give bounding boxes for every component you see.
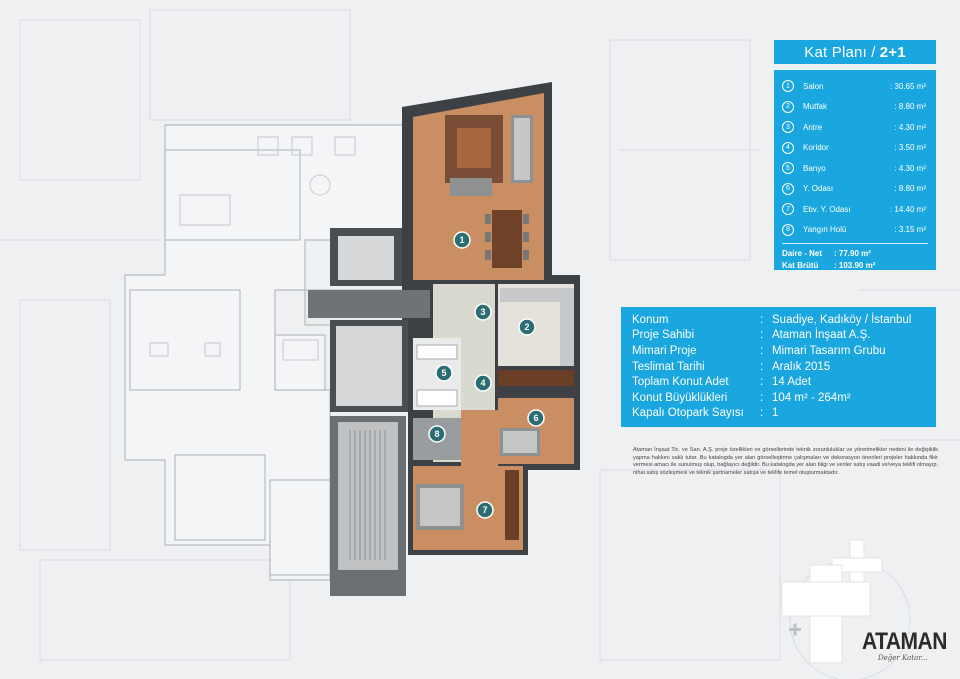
info-value: 1 — [772, 407, 779, 420]
table-row: 8 Yangın Holü : 3.15 m² — [782, 220, 928, 241]
info-value: Aralık 2015 — [772, 360, 831, 373]
room-marker-7: 7 — [476, 501, 494, 519]
room-name: Antre — [803, 122, 823, 132]
building-core — [308, 228, 430, 596]
table-row: 4 Koridor : 3.50 m² — [782, 138, 928, 159]
room-marker-label: 7 — [482, 505, 487, 515]
table-row: 5 Banyo : 4.30 m² — [782, 158, 928, 179]
furniture — [416, 115, 574, 540]
info-separator: : — [760, 344, 764, 357]
info-separator: : — [760, 329, 764, 342]
info-row: Konum : Suadiye, Kadıköy / İstanbul — [632, 312, 925, 328]
room-number: 7 — [782, 203, 794, 216]
info-value: Mimari Tasarım Grubu — [772, 344, 886, 357]
room-area: : 8.80 m² — [894, 184, 926, 194]
room-marker-1: 1 — [453, 231, 471, 249]
info-label: Konum — [632, 313, 669, 326]
room-marker-3: 3 — [474, 303, 492, 321]
table-row: 1 Salon : 30.65 m² — [782, 76, 928, 97]
table-row: 3 Antre : 4.30 m² — [782, 117, 928, 138]
room-number: 4 — [782, 141, 794, 154]
logo-name: ATAMAN — [862, 628, 947, 655]
room-marker-5: 5 — [435, 364, 453, 382]
net-area-value: : 77.90 m² — [834, 249, 871, 258]
info-label: Konut Büyüklükleri — [632, 391, 728, 404]
room-marker-label: 2 — [524, 322, 529, 332]
info-value: Ataman İnşaat A.Ş. — [772, 329, 871, 342]
legal-disclaimer: Ataman İnşaat Tic. ve San. A.Ş. proje öz… — [633, 447, 939, 476]
info-value: Suadiye, Kadıköy / İstanbul — [772, 313, 912, 326]
info-row: Proje Sahibi : Ataman İnşaat A.Ş. — [632, 328, 925, 344]
info-row: Konut Büyüklükleri : 104 m² - 264m² — [632, 390, 925, 406]
room-number: 2 — [782, 100, 794, 113]
info-row: Mimari Proje : Mimari Tasarım Grubu — [632, 343, 925, 359]
area-totals: Daire - Net : 77.90 m² Kat Brütü : 103.9… — [782, 243, 928, 272]
info-label: Mimari Proje — [632, 344, 697, 357]
gross-area-value: : 103.90 m² — [834, 261, 876, 270]
info-label: Proje Sahibi — [632, 329, 695, 342]
info-separator: : — [760, 313, 764, 326]
room-number: 8 — [782, 223, 794, 236]
room-area: : 8.80 m² — [894, 102, 926, 112]
room-marker-2: 2 — [518, 318, 536, 336]
plan-title-banner: Kat Planı / 2+1 — [774, 40, 936, 64]
room-marker-label: 6 — [533, 413, 538, 423]
room-marker-6: 6 — [527, 409, 545, 427]
room-marker-8: 8 — [428, 425, 446, 443]
info-label: Toplam Konut Adet — [632, 376, 729, 389]
info-separator: : — [760, 407, 764, 420]
table-row: 7 Ebv. Y. Odası : 14.40 m² — [782, 199, 928, 220]
info-separator: : — [760, 376, 764, 389]
net-area-label: Daire - Net — [782, 249, 823, 258]
room-area: : 3.50 m² — [894, 143, 926, 153]
room-marker-4: 4 — [474, 374, 492, 392]
room-marker-label: 3 — [480, 307, 485, 317]
room-name: Banyo — [803, 163, 826, 173]
room-number: 5 — [782, 162, 794, 175]
ataman-logo: ATAMAN Değer Katar... — [862, 628, 947, 662]
info-row: Toplam Konut Adet : 14 Adet — [632, 374, 925, 390]
room-area: : 4.30 m² — [894, 163, 926, 173]
info-label: Teslimat Tarihi — [632, 360, 705, 373]
info-row: Teslimat Tarihi : Aralık 2015 — [632, 359, 925, 375]
gross-area-label: Kat Brütü — [782, 261, 819, 270]
room-name: Koridor — [803, 143, 829, 153]
room-area: : 3.15 m² — [894, 225, 926, 235]
room-number: 1 — [782, 80, 794, 93]
table-row: 6 Y. Odası : 8.80 m² — [782, 179, 928, 200]
room-name: Mutfak — [803, 102, 828, 112]
room-area-table: 1 Salon : 30.65 m² 2 Mutfak : 8.80 m² 3 … — [774, 70, 936, 270]
logo-slogan: Değer Katar... — [878, 654, 928, 662]
room-marker-label: 8 — [434, 429, 439, 439]
room-name: Ebv. Y. Odası — [803, 204, 851, 214]
table-row: 2 Mutfak : 8.80 m² — [782, 97, 928, 118]
info-value: 104 m² - 264m² — [772, 391, 851, 404]
info-row: Kapalı Otopark Sayısı : 1 — [632, 406, 925, 422]
plan-type: 2+1 — [879, 43, 906, 61]
room-name: Yangın Holü — [803, 225, 847, 235]
room-number: 3 — [782, 121, 794, 134]
room-marker-label: 4 — [480, 378, 485, 388]
info-label: Kapalı Otopark Sayısı — [632, 407, 744, 420]
room-markers: 1 2 3 4 5 6 7 8 — [428, 231, 545, 519]
project-info-panel: Konum : Suadiye, Kadıköy / İstanbul Proj… — [621, 307, 936, 427]
info-value: 14 Adet — [772, 376, 812, 389]
plus-decoration-icon — [781, 539, 883, 664]
info-separator: : — [760, 391, 764, 404]
room-name: Y. Odası — [803, 184, 834, 194]
room-marker-label: 5 — [441, 368, 446, 378]
room-area: : 4.30 m² — [894, 122, 926, 132]
info-separator: : — [760, 360, 764, 373]
room-area: : 14.40 m² — [889, 204, 926, 214]
room-number: 6 — [782, 182, 794, 195]
plan-title: Kat Planı / — [804, 43, 876, 61]
room-name: Salon — [803, 81, 824, 91]
room-marker-label: 1 — [459, 235, 464, 245]
room-area: : 30.65 m² — [889, 81, 926, 91]
